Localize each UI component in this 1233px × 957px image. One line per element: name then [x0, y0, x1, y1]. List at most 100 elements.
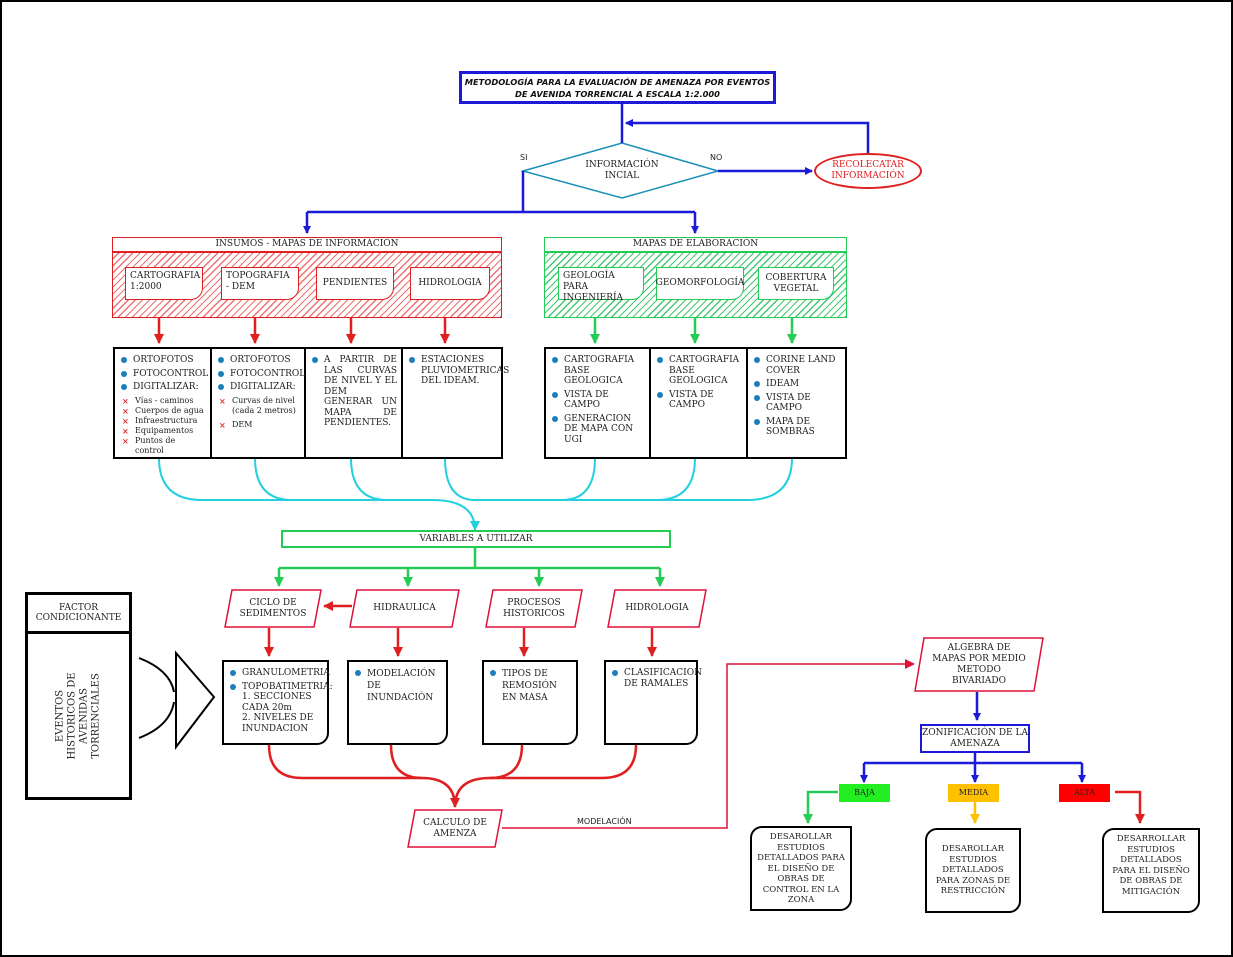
detail-extra-text: 1. SECCIONES CADA 20m 2. NIVELES DE INUN… [242, 692, 314, 734]
decision-yes-label: SI [520, 153, 528, 162]
variables-box: VARIABLES A UTILIZAR [281, 530, 671, 548]
list-item: VISTA DE CAMPO [550, 390, 645, 411]
list-item: VISTA DE CAMPO [752, 393, 841, 414]
sub-item: ×Infraestructura [122, 415, 198, 426]
recollect-text: RECOLECATAR INFORMACIÓN [831, 160, 905, 181]
bullet-icon [552, 357, 558, 363]
level-baja: BAJA [839, 784, 890, 802]
cross-icon: × [122, 425, 129, 436]
bullet-icon [754, 394, 760, 401]
detail-hidrologia: CLASIFICACION DE RAMALES [604, 660, 702, 745]
factor-header: FACTOR CONDICIONANTE [28, 595, 129, 634]
bullet-icon [657, 357, 663, 363]
var-ciclo-sedimentos: CICLO DE SEDIMENTOS [224, 589, 322, 628]
modelacion-label: MODELACIÓN [577, 817, 632, 826]
parallelogram-shape [407, 809, 503, 848]
title-text: METODOLOGÍA PARA LA EVALUACIÓN DE AMENAZ… [464, 76, 771, 99]
list-item: ESTACIONES PLUVIOMETRICAS DEL IDEAM. [407, 355, 509, 387]
list-item: CARTOGRAFIA BASE GEOLOGICA [550, 355, 645, 387]
calculo-amenaza: CALCULO DE AMENZA [407, 809, 503, 848]
card-pendientes: PENDIENTES [316, 267, 394, 300]
card-cobertura: COBERTURA VEGETAL [758, 267, 834, 300]
elaboracion-col-geologia: CARTOGRAFIA BASE GEOLOGICA VISTA DE CAMP… [546, 349, 651, 457]
parallelogram-shape [914, 637, 1044, 692]
bullet-icon [409, 357, 415, 363]
elaboracion-table: CARTOGRAFIA BASE GEOLOGICA VISTA DE CAMP… [544, 347, 847, 459]
list-item: DIGITALIZAR: [216, 382, 300, 393]
parallelogram-shape [485, 589, 583, 628]
elaboracion-header: MAPAS DE ELABORACIÓN [544, 237, 847, 252]
bullet-icon [355, 670, 361, 676]
insumos-table: ORTOFOTOS FOTOCONTROL DIGITALIZAR: ×Vías… [113, 347, 509, 459]
cross-icon: × [219, 395, 226, 406]
algebra-mapas: ALGEBRA DE MAPAS POR MEDIO METODO BIVARI… [914, 637, 1044, 692]
card-geomorfologia: GEOMORFOLOGÍA [656, 267, 744, 300]
bullet-icon [657, 391, 663, 398]
bullet-icon [552, 415, 558, 422]
insumos-col-pendientes: A PARTIR DE LAS CURVAS DE NIVEL Y EL DEM… [306, 349, 403, 457]
insumos-col-cartografia: ORTOFOTOS FOTOCONTROL DIGITALIZAR: ×Vías… [115, 349, 212, 457]
level-media: MEDIA [948, 784, 999, 802]
outcome-media: DESAROLLAR ESTUDIOS DETALLADOS PARA ZONA… [925, 828, 1021, 913]
list-item: TIPOS DE REMOSIÓN EN MASA [488, 668, 572, 704]
factor-body: EVENTOS HISTORICOS DE AVENIDAS TORRENCIA… [54, 671, 102, 760]
bullet-icon [121, 370, 127, 377]
card-hidrologia: HIDROLOGIA [410, 267, 490, 300]
bullet-icon [121, 357, 127, 363]
list-item: DIGITALIZAR: [119, 382, 206, 393]
list-item: GRANULOMETRIA [228, 668, 330, 679]
card-cartografia: CARTOGRAFIA 1:2000 [125, 267, 203, 300]
bullet-icon [312, 357, 318, 363]
cross-icon: × [122, 415, 129, 426]
list-item: ORTOFOTOS [119, 355, 206, 366]
var-hidrologia: HIDROLOGIA [607, 589, 707, 628]
card-topografia: TOPOGRAFIA - DEM [221, 267, 299, 300]
level-alta: ALTA [1059, 784, 1110, 802]
bullet-icon [230, 670, 236, 676]
parallelogram-shape [349, 589, 460, 628]
list-item: FOTOCONTROL [119, 369, 208, 380]
bullet-icon [612, 670, 618, 676]
list-item: IDEAM [752, 379, 841, 390]
bullet-icon [754, 357, 760, 363]
list-item: GENERACION DE MAPA CON UGI [550, 414, 645, 446]
big-arrow-shape [138, 650, 216, 750]
list-item: MAPA DE SOMBRAS [752, 417, 841, 438]
parallelogram-shape [607, 589, 707, 628]
card-geologia: GEOLOGÍA PARA INGENIERÍA [558, 267, 644, 303]
var-procesos-historicos: PROCESOS HISTORICOS [485, 589, 583, 628]
recollect-ellipse: RECOLECATAR INFORMACIÓN [814, 153, 922, 189]
decision-label: INFORMACIÓN INCIAL [585, 160, 659, 181]
bullet-icon [490, 670, 496, 676]
list-item: CORINE LAND COVER [752, 355, 841, 376]
outcome-baja: DESAROLLAR ESTUDIOS DETALLADOS PARA EL D… [750, 826, 852, 911]
elaboracion-col-geomorfologia: CARTOGRAFIA BASE GEOLOGICA VISTA DE CAMP… [651, 349, 748, 457]
var-hidraulica: HIDRAULICA [349, 589, 460, 628]
title-box: METODOLOGÍA PARA LA EVALUACIÓN DE AMENAZ… [459, 71, 776, 104]
list-item: CARTOGRAFIA BASE GEOLOGICA [655, 355, 742, 387]
sub-item: ×Equipamentos [122, 425, 194, 436]
list-item: FOTOCONTROL [216, 369, 305, 380]
detail-hidraulica: MODELACIÓN DE INUNDACIÓN [347, 660, 448, 745]
insumos-col-topografia: ORTOFOTOS FOTOCONTROL DIGITALIZAR: ×Curv… [212, 349, 306, 457]
sub-item: ×DEM [219, 419, 253, 430]
zonificacion-box: ZONIFICACIÓN DE LA AMENAZA [920, 724, 1030, 753]
cross-icon: × [122, 405, 129, 416]
list-item: MODELACIÓN DE INUNDACIÓN [353, 668, 442, 704]
decision-no-label: NO [710, 153, 723, 162]
sub-item: ×Vías - caminos [122, 395, 194, 406]
factor-box: FACTOR CONDICIONANTE EVENTOS HISTORICOS … [25, 592, 132, 800]
bullet-icon [754, 418, 760, 425]
insumos-col-hidrologia: ESTACIONES PLUVIOMETRICAS DEL IDEAM. [403, 349, 509, 457]
bullet-icon [218, 357, 224, 363]
bullet-icon [552, 391, 558, 398]
elaboracion-col-cobertura: CORINE LAND COVER IDEAM VISTA DE CAMPO M… [748, 349, 845, 457]
list-item: CLASIFICACION DE RAMALES [610, 668, 702, 689]
list-item: TOPOBATIMETRIA: [228, 682, 333, 693]
insumos-header: INSUMOS - MAPAS DE INFORMACIÓN [112, 237, 502, 252]
list-item: ORTOFOTOS [216, 355, 300, 366]
cross-icon: × [122, 395, 129, 406]
list-item: VISTA DE CAMPO [655, 390, 742, 411]
